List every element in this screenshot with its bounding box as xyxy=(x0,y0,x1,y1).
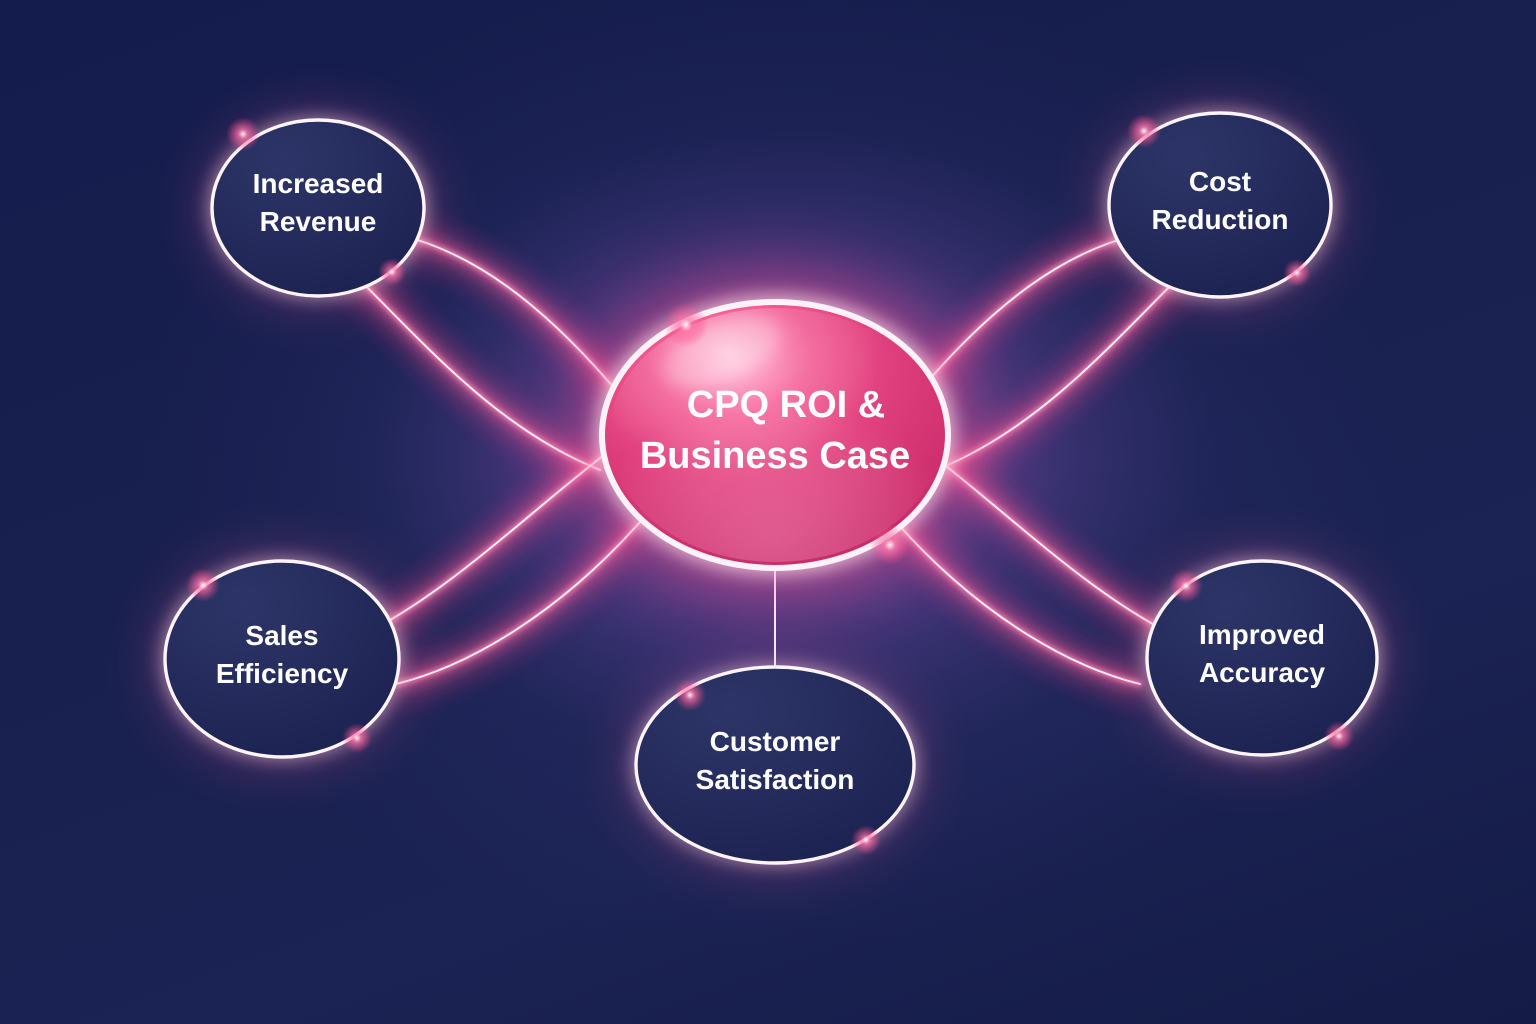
node-ellipse xyxy=(634,665,916,865)
node-rim-spark-bottom xyxy=(342,723,372,753)
node-label-line2: Revenue xyxy=(260,206,377,237)
hub-rim-spark-bottom xyxy=(870,525,910,565)
node-rim-spark-bottom xyxy=(1283,259,1311,287)
node-rim-spark-top xyxy=(1127,114,1161,148)
node-hub-cpq-roi[interactable]: CPQ ROI & Business Case xyxy=(575,275,975,595)
node-ellipse xyxy=(210,118,426,298)
node-customer-satisfaction[interactable]: Customer Satisfaction xyxy=(629,661,921,869)
node-increased-revenue[interactable]: Increased Revenue xyxy=(206,115,430,301)
node-label-line1: Sales xyxy=(245,620,318,651)
node-label-line1: Cost xyxy=(1189,166,1251,197)
node-ellipse xyxy=(163,559,401,759)
node-label-line1: Improved xyxy=(1199,619,1325,650)
node-sales-efficiency[interactable]: Sales Efficiency xyxy=(158,555,406,763)
node-label-line1: Increased xyxy=(253,168,384,199)
node-label-line1: Customer xyxy=(710,726,841,757)
node-rim-spark-top xyxy=(1169,569,1203,603)
node-rim-spark-top xyxy=(674,679,706,711)
node-label-line2: Accuracy xyxy=(1199,657,1326,688)
node-label-line2: Efficiency xyxy=(216,658,349,689)
node-rim-spark-bottom xyxy=(378,258,406,286)
connector-petal-top-left xyxy=(350,233,622,472)
node-rim-spark-bottom xyxy=(851,825,881,855)
node-label-line2: Reduction xyxy=(1152,204,1289,235)
node-cost-reduction[interactable]: Cost Reduction xyxy=(1102,108,1338,302)
node-rim-spark-top xyxy=(186,568,220,602)
node-ellipse xyxy=(1145,559,1379,757)
hub-label-line1: CPQ ROI & xyxy=(687,384,885,426)
node-rim-spark-bottom xyxy=(1324,721,1354,751)
node-rim-spark-top xyxy=(226,117,260,151)
hub-rim-spark-top xyxy=(664,303,708,347)
node-label-line2: Satisfaction xyxy=(696,764,855,795)
node-ellipse xyxy=(1107,111,1333,299)
node-improved-accuracy[interactable]: Improved Accuracy xyxy=(1140,555,1384,761)
hub-label-line2: Business Case xyxy=(640,435,910,477)
